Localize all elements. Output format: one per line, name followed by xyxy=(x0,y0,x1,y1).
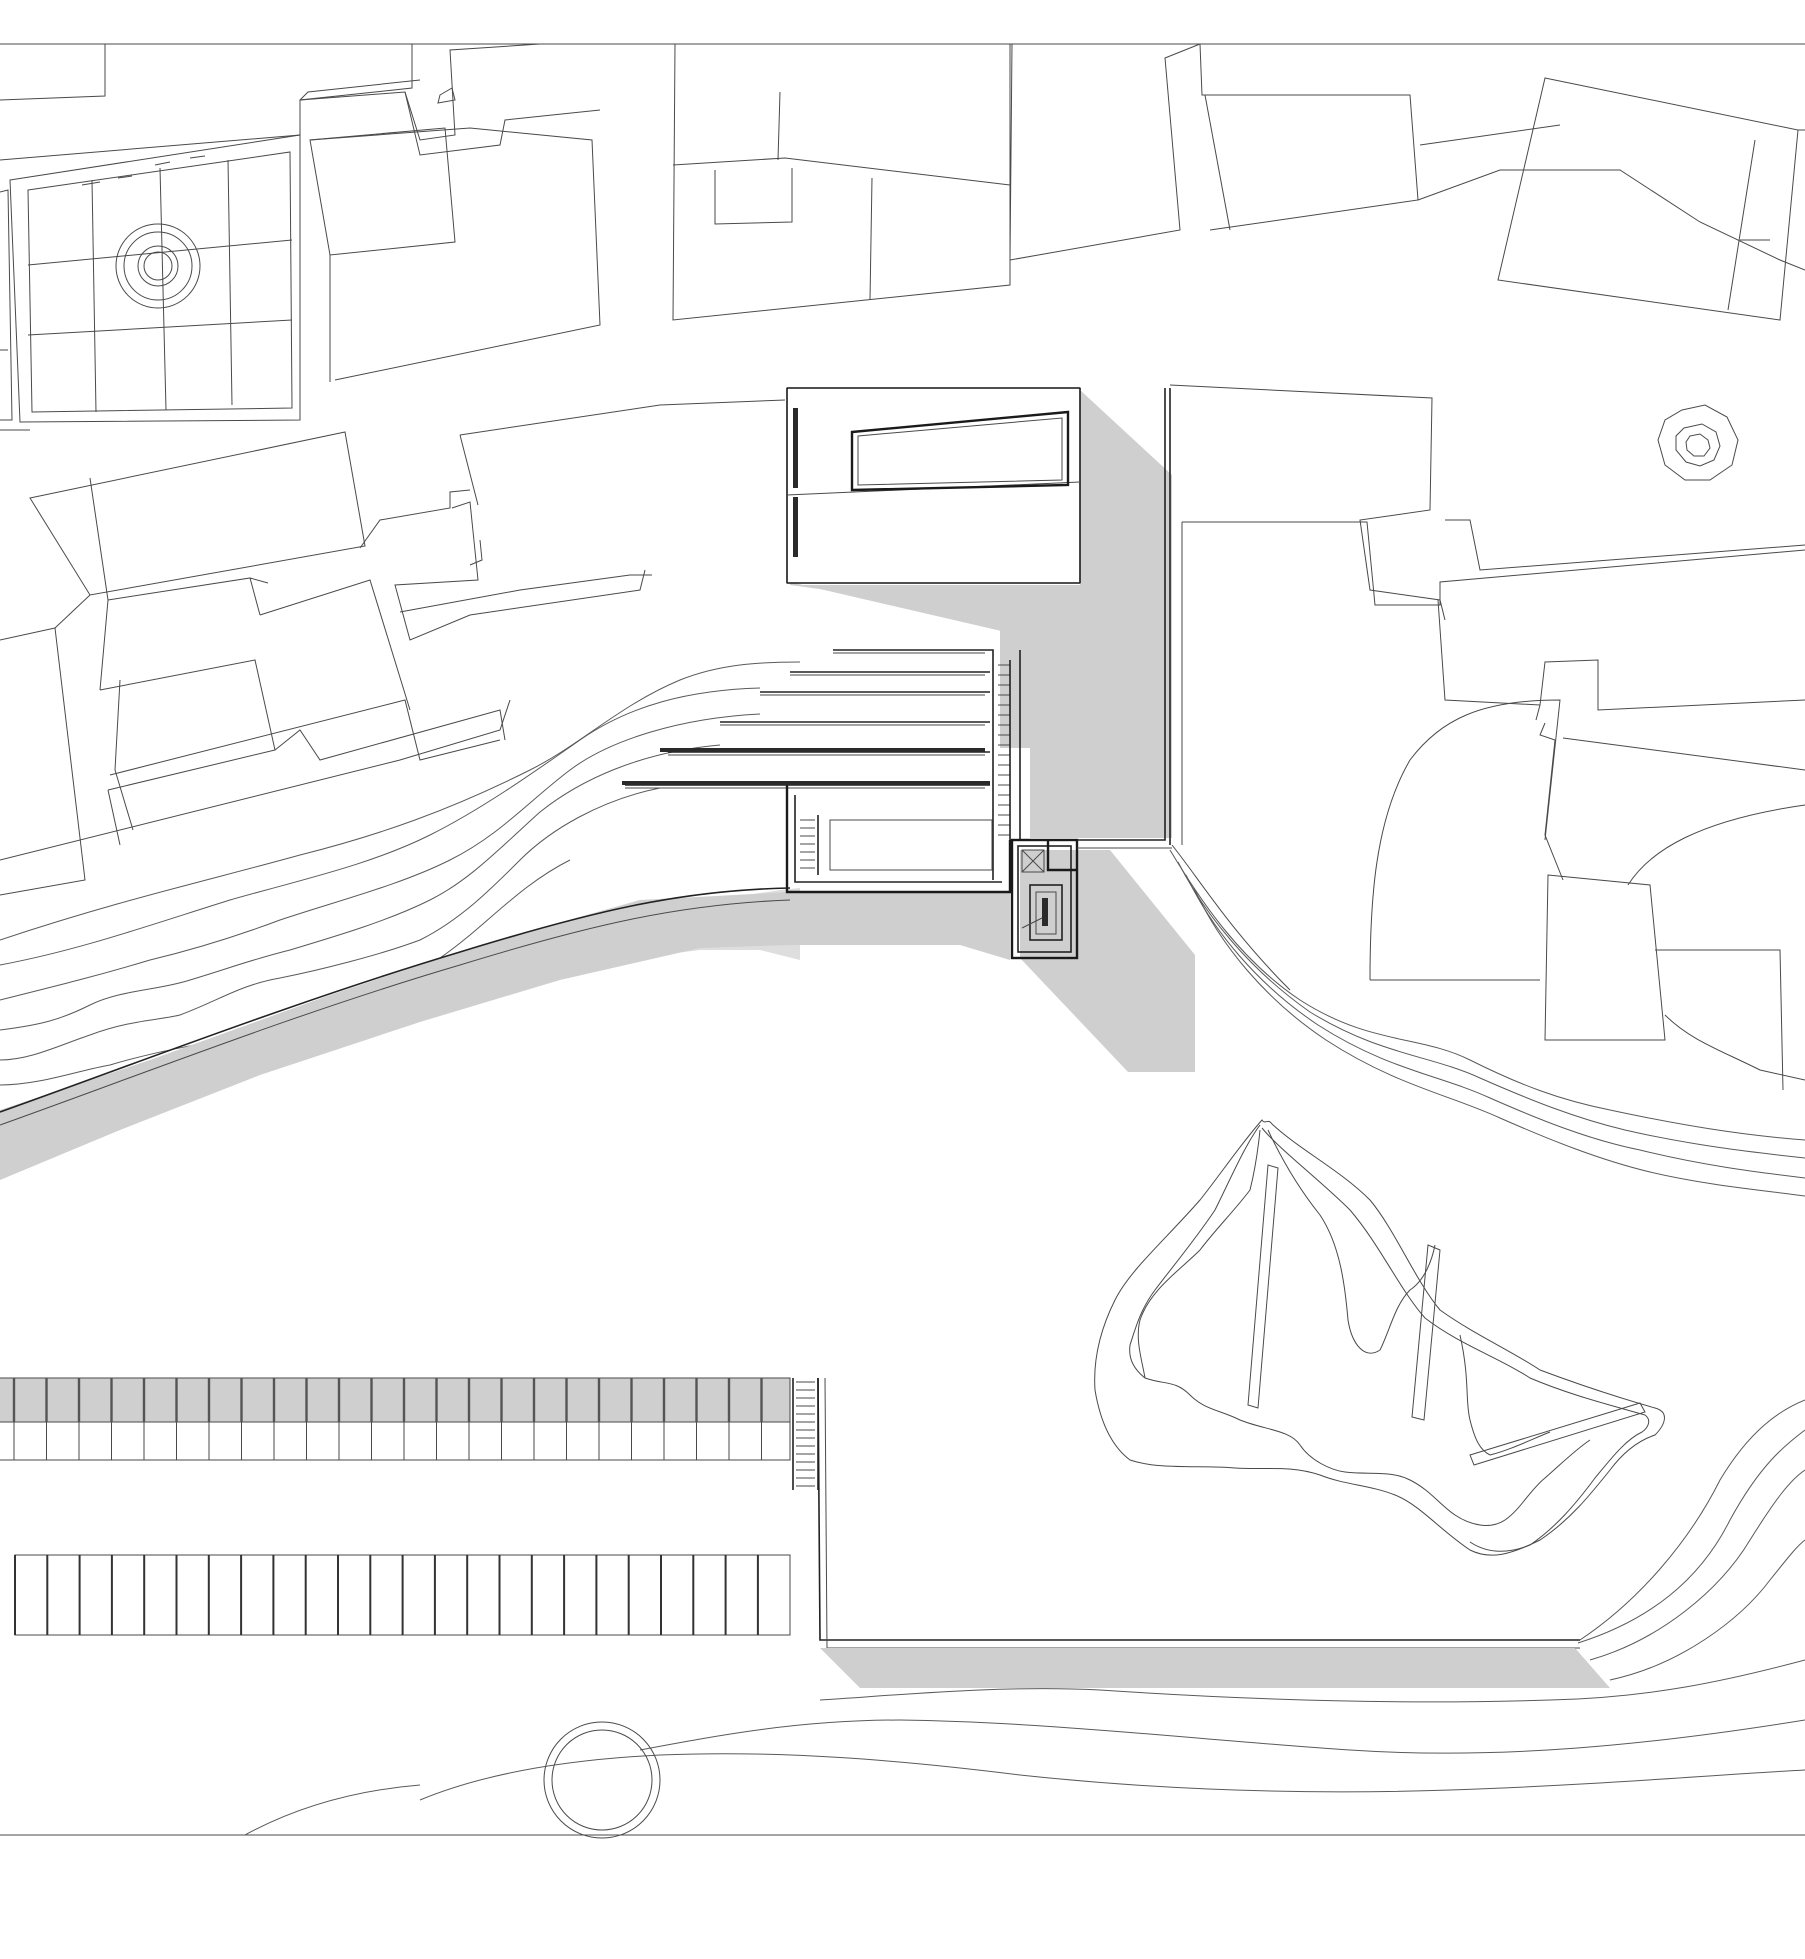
pier xyxy=(337,1555,339,1635)
pier xyxy=(565,1378,568,1422)
pier xyxy=(110,1555,113,1635)
pier xyxy=(756,1555,759,1635)
pier xyxy=(660,1555,662,1635)
pier xyxy=(272,1378,276,1422)
pier xyxy=(467,1378,471,1422)
pier xyxy=(207,1378,211,1422)
pier xyxy=(240,1555,243,1635)
pier xyxy=(627,1555,630,1635)
pier xyxy=(207,1555,210,1635)
pier xyxy=(369,1555,372,1635)
pier xyxy=(433,1555,436,1635)
pier xyxy=(110,1378,113,1422)
terrace-stair xyxy=(998,650,1021,840)
pier xyxy=(175,1555,178,1635)
urban-block-top xyxy=(0,43,1805,423)
pier xyxy=(500,1378,503,1422)
plinth-shadow xyxy=(820,1648,1610,1688)
pier xyxy=(12,1378,16,1422)
terrain-contours-lower xyxy=(244,1399,1805,1839)
pier xyxy=(78,1555,81,1635)
pier xyxy=(530,1555,533,1635)
pier xyxy=(272,1555,275,1635)
pier xyxy=(46,1555,49,1635)
drawing-frame xyxy=(0,43,1805,1836)
urban-block-right xyxy=(1169,384,1805,1091)
pier xyxy=(402,1378,406,1422)
pier xyxy=(435,1378,438,1422)
parking-colonnade xyxy=(0,1377,1580,1649)
pier xyxy=(695,1378,698,1422)
pier xyxy=(240,1378,243,1422)
pier xyxy=(304,1555,307,1635)
pier xyxy=(305,1378,308,1422)
pier xyxy=(14,1555,16,1635)
pier xyxy=(630,1378,633,1422)
pier xyxy=(692,1555,695,1635)
pier xyxy=(724,1555,727,1635)
retaining-wall xyxy=(0,844,1291,1126)
pier xyxy=(370,1378,373,1422)
pier xyxy=(498,1555,501,1635)
pier xyxy=(175,1378,178,1422)
pier xyxy=(597,1378,601,1422)
colonnade-piers-top xyxy=(12,1378,763,1460)
pier xyxy=(760,1378,763,1422)
urban-block-left xyxy=(0,399,786,896)
pier xyxy=(45,1378,48,1422)
pier xyxy=(532,1378,536,1422)
pier xyxy=(595,1555,598,1635)
rock-outcrop xyxy=(1094,1119,1665,1556)
pier xyxy=(142,1378,146,1422)
pier xyxy=(563,1555,566,1635)
colonnade-piers-bottom xyxy=(14,1555,759,1635)
pier xyxy=(662,1378,666,1422)
pier xyxy=(337,1378,341,1422)
pier xyxy=(401,1555,404,1635)
pier xyxy=(77,1378,81,1422)
main-building xyxy=(0,387,1195,1180)
pier xyxy=(466,1555,469,1635)
pier xyxy=(727,1378,731,1422)
pier xyxy=(143,1555,146,1635)
